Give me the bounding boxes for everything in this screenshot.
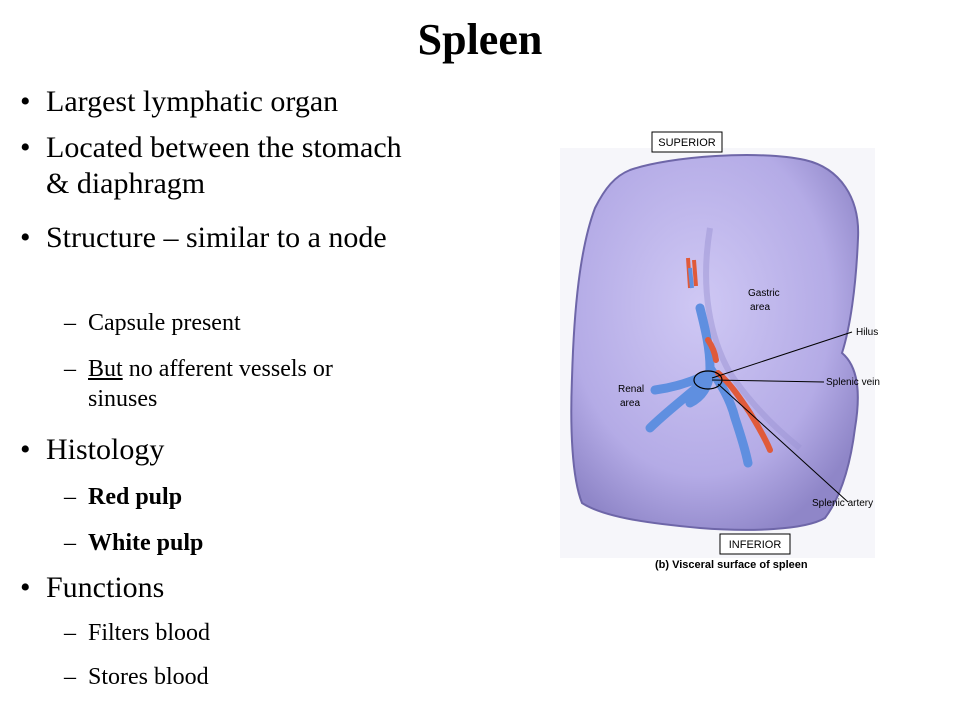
- small-vein: [688, 267, 694, 289]
- bullet-located: • Located between the stomach & diaphrag…: [20, 131, 402, 200]
- bullet-dot: •: [20, 131, 31, 164]
- renal-label: Renal: [618, 384, 644, 395]
- slide-title: Spleen: [417, 15, 543, 64]
- sub-dash: –: [64, 484, 76, 510]
- surface-fold: [703, 227, 802, 451]
- bullet-largest: • Largest lymphatic organ: [20, 85, 339, 118]
- underlined-but: But: [88, 356, 123, 382]
- bullet-functions: • Functions: [20, 571, 165, 604]
- sub-capsule: – Capsule present: [64, 310, 241, 336]
- renal-label-2: area: [620, 398, 640, 409]
- sub-dash: –: [64, 356, 76, 382]
- bullet-dot: •: [20, 221, 31, 254]
- bullet-dot: •: [20, 433, 31, 466]
- superior-box: [651, 131, 723, 153]
- splenic-vein-vessel: [645, 303, 753, 468]
- hilus-label: Hilus: [856, 327, 878, 338]
- sub-no-afferent: – But no afferent vessels or sinuses: [64, 356, 333, 412]
- bullet-structure: • Structure – similar to a node: [20, 221, 387, 254]
- sub-filters: – Filters blood: [64, 620, 211, 646]
- sub-dash: –: [64, 620, 76, 646]
- sub-dash: –: [64, 530, 76, 556]
- bullet-dot: •: [20, 85, 31, 118]
- gastric-label: Gastric: [748, 288, 780, 299]
- superior-label: SUPERIOR: [658, 137, 716, 149]
- figure-caption: (b) Visceral surface of spleen: [655, 559, 808, 571]
- splenic-vein-label: Splenic vein: [826, 377, 880, 388]
- bullet-histology: • Histology: [20, 433, 165, 466]
- sub-white-pulp: – White pulp: [64, 530, 204, 556]
- sub-dash: –: [64, 664, 76, 690]
- inferior-label: INFERIOR: [729, 539, 782, 551]
- sub-red-pulp: – Red pulp: [64, 484, 183, 510]
- inferior-box: [719, 533, 791, 555]
- gastric-label-2: area: [750, 302, 770, 313]
- spleen-figure: SUPERIOR INFERIOR (b) Visceral surface o…: [560, 128, 880, 578]
- splenic-artery-label: Splenic artery: [812, 498, 873, 509]
- spleen-illustration: SUPERIOR INFERIOR (b) Visceral surface o…: [560, 131, 880, 571]
- sub-stores: – Stores blood: [64, 664, 209, 690]
- splenic-artery-leader: [717, 383, 849, 503]
- hilus-leader: [711, 331, 853, 379]
- splenic-vein-leader: [711, 379, 825, 383]
- sub-dash: –: [64, 310, 76, 336]
- bullet-dot: •: [20, 571, 31, 604]
